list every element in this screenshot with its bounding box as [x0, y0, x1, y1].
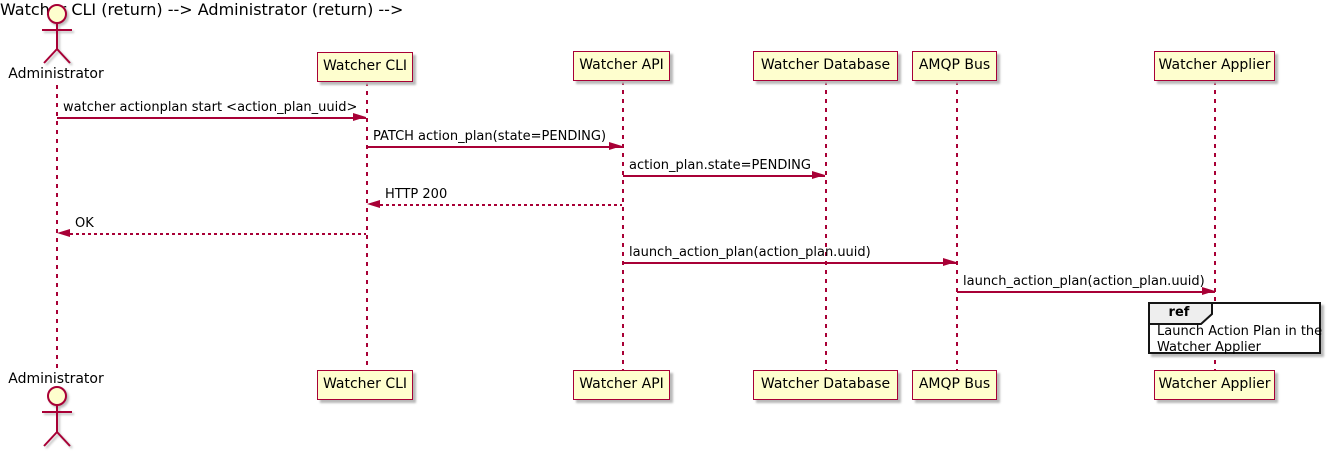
- message-patch-action-plan-label: PATCH action_plan(state=PENDING): [373, 129, 607, 144]
- ref-keyword: ref: [1168, 305, 1190, 320]
- arrowhead-icon: [1202, 287, 1215, 295]
- participant-watcher-applier-top: Watcher Applier: [1154, 51, 1275, 81]
- participant-watcher-database-bottom: Watcher Database: [753, 370, 898, 400]
- arrowhead-icon: [609, 142, 622, 150]
- participant-watcher-database-top: Watcher Database: [753, 51, 898, 81]
- lifeline-watcher-database: [825, 81, 827, 370]
- actor-label-bottom: Administrator: [8, 371, 104, 387]
- actor-icon: [42, 386, 72, 447]
- participant-watcher-api-top: Watcher API: [573, 51, 670, 81]
- lifeline-watcher-applier: [1214, 81, 1216, 370]
- ref-text-line1: Launch Action Plan in the: [1157, 324, 1323, 339]
- arrowhead-icon: [367, 200, 380, 208]
- message-launch-action-plan-amqp-label: launch_action_plan(action_plan.uuid): [963, 274, 1205, 289]
- message-state-pending-line: [623, 175, 825, 177]
- message-patch-action-plan-line: [367, 146, 622, 148]
- arrowhead-icon: [943, 258, 956, 266]
- arrowhead-icon: [353, 113, 366, 121]
- participant-watcher-applier-bottom: Watcher Applier: [1154, 370, 1275, 400]
- message-launch-action-plan-amqp-line: [957, 291, 1215, 293]
- message-ok-line: [70, 233, 366, 235]
- participant-watcher-api-bottom: Watcher API: [573, 370, 670, 400]
- ref-fragment: ref Launch Action Plan in the Watcher Ap…: [1148, 302, 1322, 356]
- ref-tab-shape: [1148, 302, 1213, 325]
- message-http-200-label: HTTP 200: [385, 187, 448, 202]
- ref-text: Launch Action Plan in the Watcher Applie…: [1157, 324, 1322, 356]
- arrowhead-icon: [57, 229, 70, 237]
- message-launch-action-plan-api-label: launch_action_plan(action_plan.uuid): [629, 245, 871, 260]
- arrowhead-icon: [812, 171, 825, 179]
- lifeline-amqp-bus: [956, 81, 958, 370]
- message-http-200-line: [380, 204, 622, 206]
- message-launch-action-plan-api-line: [623, 262, 956, 264]
- lifeline-watcher-api: [622, 81, 624, 370]
- participant-watcher-cli-top: Watcher CLI: [317, 52, 413, 82]
- participant-amqp-bus-bottom: AMQP Bus: [912, 370, 997, 400]
- message-actionplan-start-label: watcher actionplan start <action_plan_uu…: [63, 100, 358, 115]
- participant-amqp-bus-top: AMQP Bus: [912, 51, 997, 81]
- ref-text-line2: Watcher Applier: [1157, 340, 1261, 355]
- lifeline-watcher-cli: [366, 82, 368, 370]
- message-ok-label: OK: [75, 216, 94, 231]
- lifeline-administrator: [56, 85, 58, 371]
- participant-watcher-cli-bottom: Watcher CLI: [317, 370, 413, 400]
- message-state-pending-label: action_plan.state=PENDING: [629, 158, 811, 173]
- actor-label-top: Administrator: [8, 66, 104, 82]
- message-actionplan-start-line: [57, 117, 366, 119]
- actor-icon: [42, 4, 72, 64]
